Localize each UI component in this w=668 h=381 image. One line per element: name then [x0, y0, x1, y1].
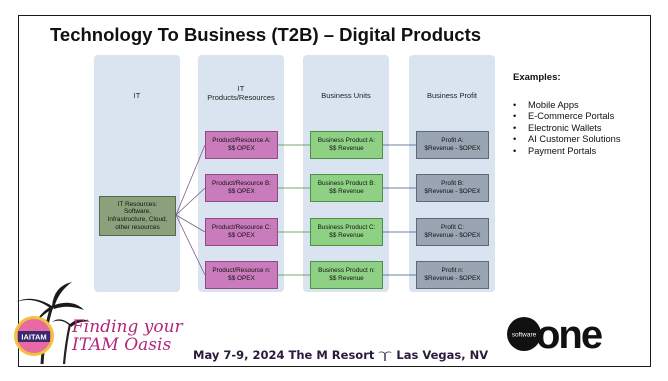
footer-date-venue: May 7-9, 2024 The M Resort [193, 348, 375, 362]
product-cost: $$ OPEX [228, 188, 255, 195]
profit-box-a: Profit A: $Revenue - $OPEX [416, 131, 489, 159]
profit-label: Profit n: [441, 267, 464, 275]
logo-small-text: software [512, 332, 537, 339]
list-item: •Mobile Apps [513, 100, 579, 110]
event-footer: May 7-9, 2024 The M Resort Las Vegas, NV [193, 348, 488, 362]
profit-value: $Revenue - $OPEX [424, 232, 481, 239]
profit-value: $Revenue - $OPEX [424, 145, 481, 152]
column-header-products: IT Products/Resources [207, 84, 275, 102]
profit-value: $Revenue - $OPEX [424, 188, 481, 195]
column-header-it: IT [133, 91, 141, 100]
product-label: Product/Resource C: [211, 224, 272, 232]
iaitam-oasis-logo: IAITAM [14, 282, 90, 365]
unit-value: $$ Revenue [329, 188, 364, 195]
product-cost: $$ OPEX [228, 232, 255, 239]
connector-it-to-c [175, 214, 206, 233]
badge-text: IAITAM [21, 333, 46, 342]
example-label: Payment Portals [528, 145, 597, 156]
product-label: Product/Resource B: [212, 180, 271, 188]
tagline: Finding your ITAM Oasis [72, 318, 183, 354]
unit-value: $$ Revenue [329, 275, 364, 282]
unit-box-b: Business Product B: $$ Revenue [310, 174, 383, 202]
unit-value: $$ Revenue [329, 232, 364, 239]
profit-box-c: Profit C: $Revenue - $OPEX [416, 218, 489, 246]
example-label: E-Commerce Portals [528, 111, 615, 122]
tagline-line-1: Finding your [72, 317, 183, 337]
unit-box-c: Business Product C: $$ Revenue [310, 218, 383, 246]
unit-label: Business Product n: [318, 267, 375, 275]
unit-value: $$ Revenue [329, 145, 364, 152]
product-box-b: Product/Resource B: $$ OPEX [205, 174, 278, 202]
product-box-n: Product/Resource n: $$ OPEX [205, 261, 278, 289]
slide-title: Technology To Business (T2B) – Digital P… [50, 24, 482, 45]
connector-it-to-n [175, 214, 206, 276]
unit-label: Business Product B: [317, 180, 376, 188]
column-it: IT [94, 55, 180, 292]
list-item: •Electronic Wallets [513, 122, 602, 133]
unit-label: Business Product A: [317, 137, 376, 145]
profit-box-n: Profit n: $Revenue - $OPEX [416, 261, 489, 289]
product-cost: $$ OPEX [228, 145, 255, 152]
it-resources-box: IT Resources: Software, Infrastructure, … [99, 196, 176, 236]
profit-label: Profit C: [440, 224, 465, 232]
profit-value: $Revenue - $OPEX [424, 275, 481, 282]
product-box-c: Product/Resource C: $$ OPEX [205, 218, 278, 246]
profit-label: Profit B: [441, 180, 464, 188]
column-business-units: Business Units [303, 55, 389, 292]
tagline-line-2: ITAM Oasis [72, 335, 172, 355]
product-label: Product/Resource n: [212, 267, 271, 275]
list-item: •Payment Portals [513, 145, 597, 156]
iaitam-badge-icon: IAITAM [14, 316, 54, 356]
softwareone-logo: software one [507, 314, 604, 354]
unit-label: Business Product C: [317, 224, 376, 232]
examples-title: Examples: [513, 72, 561, 83]
footer-location: Las Vegas, NV [396, 348, 489, 362]
logo-big-text: one [536, 314, 602, 354]
profit-box-b: Profit B: $Revenue - $OPEX [416, 174, 489, 202]
column-header-business-profit: Business Profit [426, 91, 478, 100]
product-cost: $$ OPEX [228, 275, 255, 282]
palm-tree-icon [378, 351, 393, 361]
connector-it-to-b [175, 187, 206, 216]
column-products: IT Products/Resources [198, 55, 284, 292]
example-label: Electronic Wallets [528, 122, 602, 133]
list-item: •AI Customer Solutions [513, 134, 621, 145]
unit-box-n: Business Product n: $$ Revenue [310, 261, 383, 289]
example-label: AI Customer Solutions [528, 134, 621, 145]
column-business-profit: Business Profit [409, 55, 495, 292]
connector-it-to-a [175, 144, 206, 216]
column-header-business-units: Business Units [321, 91, 371, 100]
unit-box-a: Business Product A: $$ Revenue [310, 131, 383, 159]
examples-list: •Mobile Apps •E-Commerce Portals •Electr… [513, 100, 621, 157]
list-item: •E-Commerce Portals [513, 111, 615, 122]
example-label: Mobile Apps [528, 100, 579, 110]
product-box-a: Product/Resource A: $$ OPEX [205, 131, 278, 159]
product-label: Product/Resource A: [212, 137, 271, 145]
profit-label: Profit A: [441, 137, 464, 145]
